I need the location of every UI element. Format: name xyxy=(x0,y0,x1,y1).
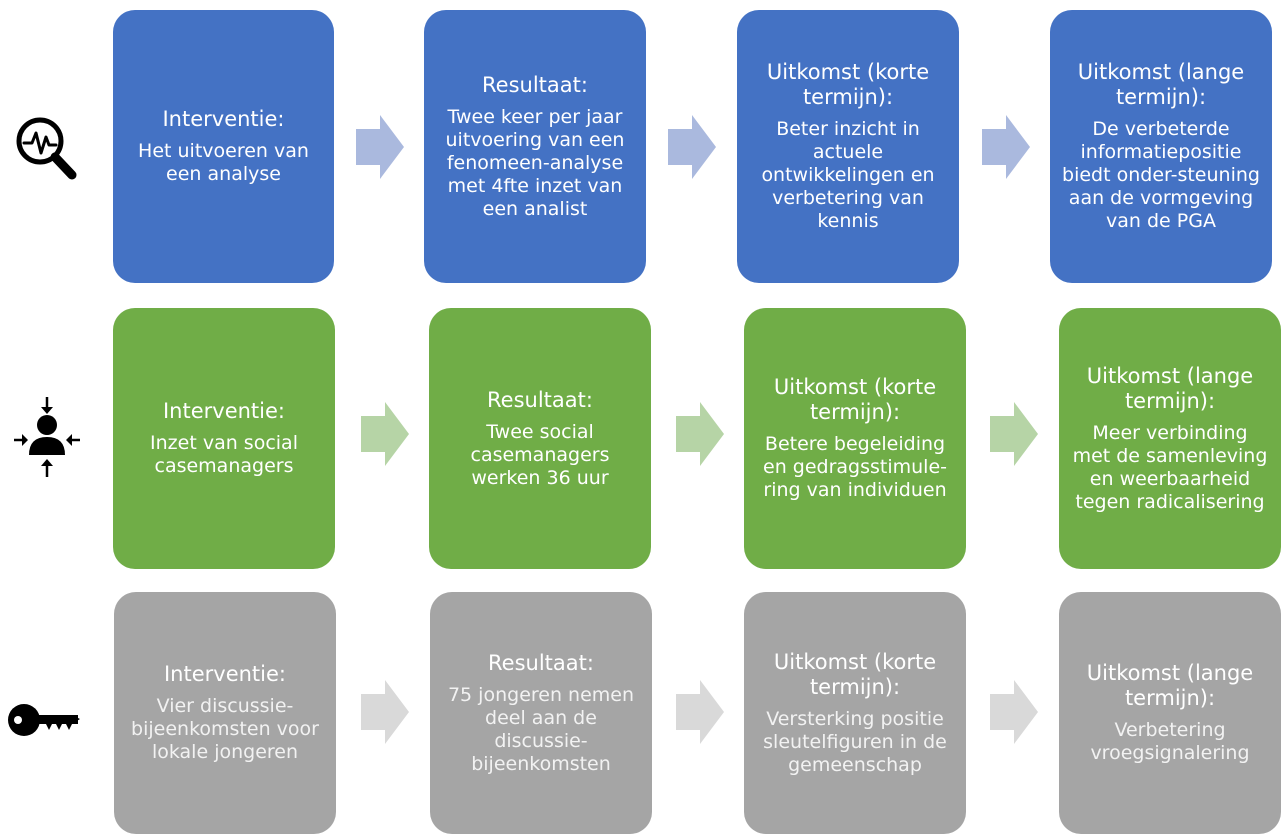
row1-result-box: Resultaat: Twee keer per jaar uitvoering… xyxy=(424,10,646,283)
row3-short-term-box: Uitkomst (korte termijn): Versterking po… xyxy=(744,592,966,834)
flow-arrow xyxy=(982,115,1030,179)
box-title: Uitkomst (lange termijn): xyxy=(1086,661,1254,710)
box-title: Resultaat: xyxy=(482,72,588,97)
row2-short-term-box: Uitkomst (korte termijn): Betere begelei… xyxy=(744,308,966,569)
flow-arrow xyxy=(356,115,404,179)
flow-arrow xyxy=(676,680,724,744)
flow-arrow xyxy=(990,680,1038,744)
flow-arrow xyxy=(361,680,409,744)
box-title: Resultaat: xyxy=(488,650,594,675)
box-body: Twee social casemanagers werken 36 uur xyxy=(470,420,610,489)
box-body: Vier discussie-bijeenkomsten voor lokale… xyxy=(131,695,319,763)
key-icon xyxy=(6,698,82,742)
box-title: Interventie: xyxy=(162,399,285,423)
box-body: Meer verbinding met de samenleving en we… xyxy=(1072,421,1268,513)
box-body: De verbeterde informatiepositie biedt on… xyxy=(1062,118,1260,232)
box-body: Het uitvoeren van een analyse xyxy=(138,140,309,185)
person-focus-icon xyxy=(12,395,82,481)
flow-arrow xyxy=(676,402,724,466)
box-title: Interventie: xyxy=(162,107,285,131)
row1-long-term-box: Uitkomst (lange termijn): De verbeterde … xyxy=(1050,10,1272,283)
box-body: Beter inzicht in actuele ontwikkelingen … xyxy=(761,118,935,232)
box-title: Uitkomst (korte termijn): xyxy=(766,60,930,109)
box-body: Verbetering vroegsignalering xyxy=(1090,719,1250,764)
box-body: 75 jongeren nemen deel aan de discussie-… xyxy=(447,683,635,775)
box-title: Uitkomst (lange termijn): xyxy=(1077,60,1245,109)
analysis-magnifier-icon xyxy=(14,115,78,181)
row2-intervention-box: Interventie: Inzet van social casemanage… xyxy=(113,308,335,569)
box-body: Betere begeleiding en gedragsstimule-rin… xyxy=(763,433,947,501)
row3-result-box: Resultaat: 75 jongeren nemen deel aan de… xyxy=(430,592,652,834)
row3-long-term-box: Uitkomst (lange termijn): Verbetering vr… xyxy=(1059,592,1281,834)
box-title: Resultaat: xyxy=(487,387,593,412)
row2-result-box: Resultaat: Twee social casemanagers werk… xyxy=(429,308,651,569)
flow-arrow xyxy=(361,402,409,466)
row1-short-term-box: Uitkomst (korte termijn): Beter inzicht … xyxy=(737,10,959,283)
box-title: Uitkomst (korte termijn): xyxy=(773,649,937,699)
flow-arrow xyxy=(668,115,716,179)
box-title: Uitkomst (lange termijn): xyxy=(1086,363,1254,413)
row3-intervention-box: Interventie: Vier discussie-bijeenkomste… xyxy=(114,592,336,834)
row2-long-term-box: Uitkomst (lange termijn): Meer verbindin… xyxy=(1059,308,1281,569)
box-title: Uitkomst (korte termijn): xyxy=(773,375,937,424)
box-body: Twee keer per jaar uitvoering van een fe… xyxy=(445,105,625,220)
box-body: Inzet van social casemanagers xyxy=(150,432,298,477)
box-body: Versterking positie sleutelfiguren in de… xyxy=(763,707,947,776)
row1-intervention-box: Interventie: Het uitvoeren van een analy… xyxy=(113,10,334,283)
box-title: Interventie: xyxy=(163,662,286,686)
flow-arrow xyxy=(990,402,1038,466)
